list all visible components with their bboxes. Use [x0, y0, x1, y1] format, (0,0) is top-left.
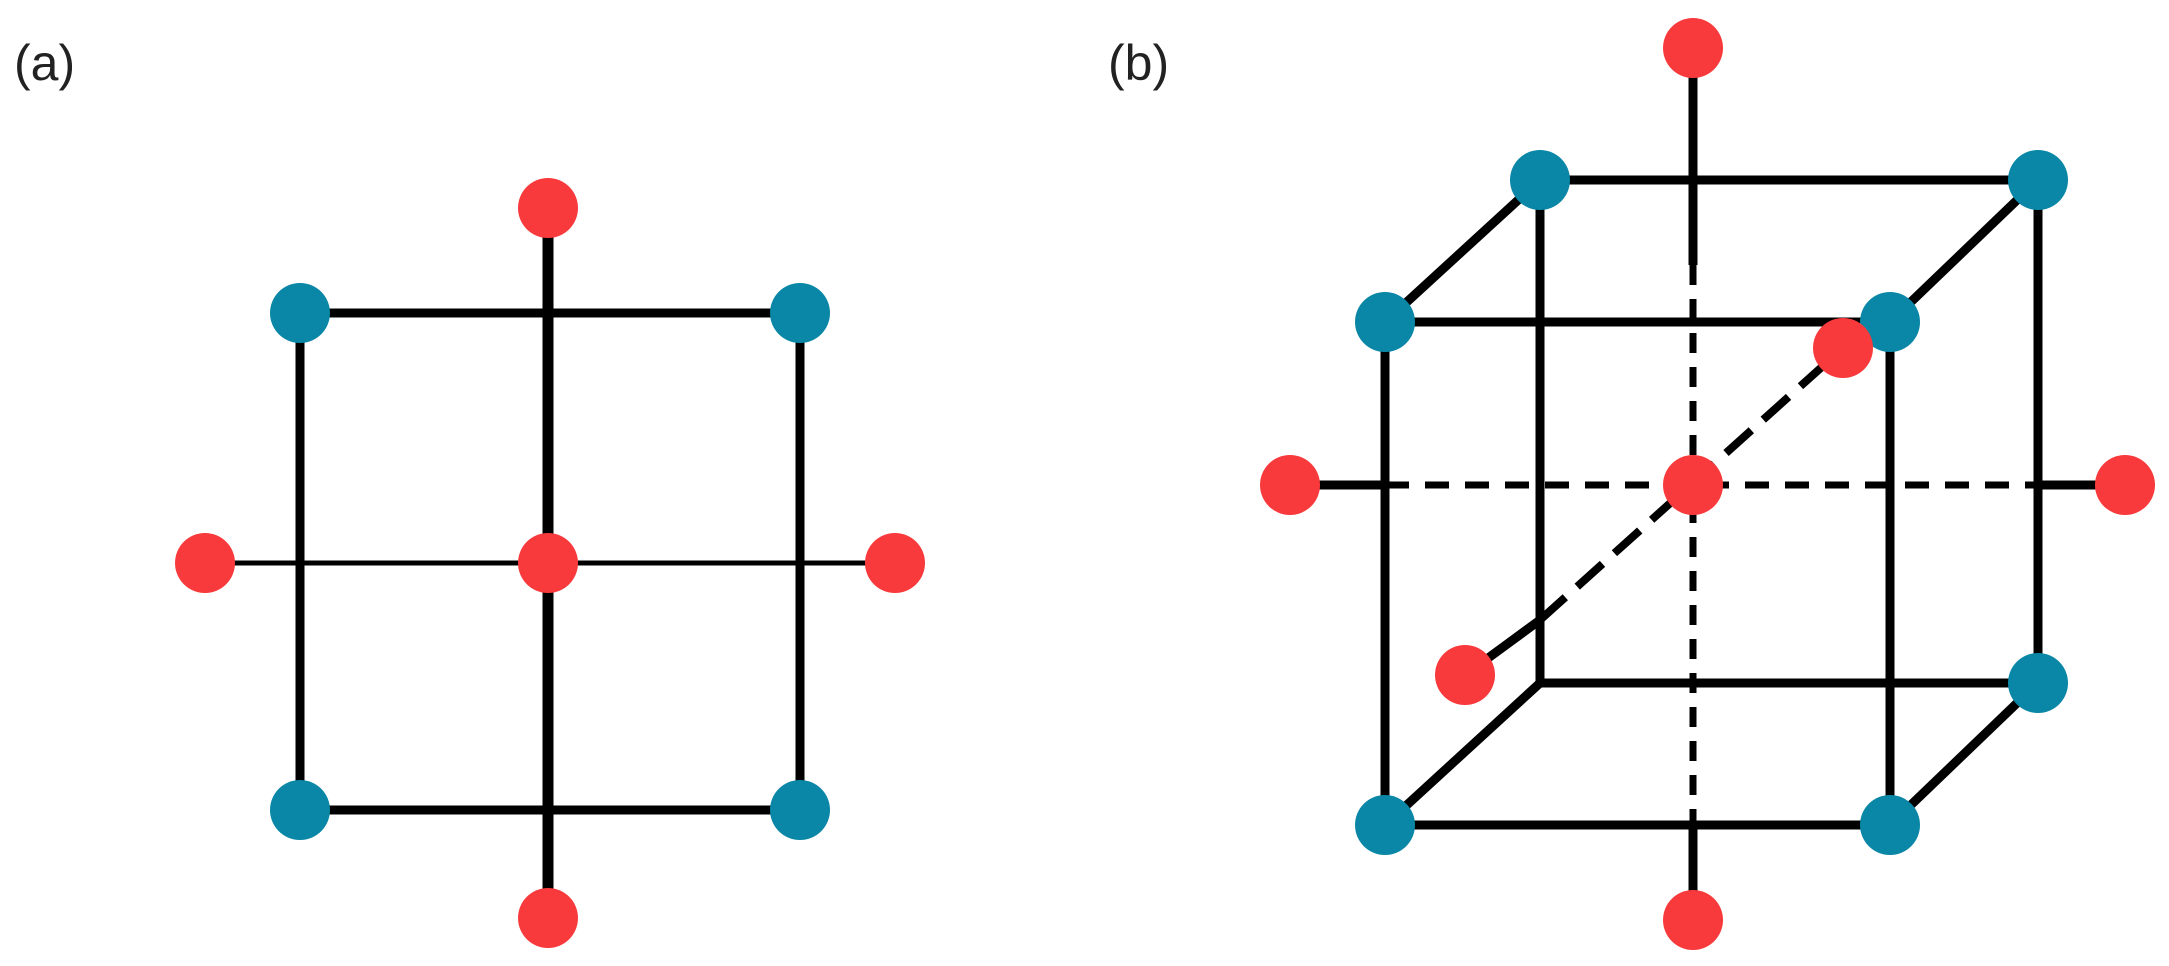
cube-red-atom-depth-front — [1435, 645, 1495, 705]
panel-a-red-atom-right — [865, 533, 925, 593]
panel-a-atoms — [175, 178, 925, 948]
panel-b-atoms — [1260, 18, 2155, 950]
panel-a-blue-atom-bottom-right — [770, 780, 830, 840]
cube-blue-atom-back-bottom-right — [2008, 653, 2068, 713]
cube-edge-bottom-left — [1381, 679, 1544, 829]
cube-edge-bottom-right — [1886, 679, 2042, 829]
cube-red-atom-top — [1663, 18, 1723, 78]
cube-red-atom-depth-back — [1813, 318, 1873, 378]
cube-blue-atom-front-top-left — [1355, 292, 1415, 352]
cube-blue-atom-back-top-right — [2008, 150, 2068, 210]
cube-blue-atom-back-top-left — [1510, 150, 1570, 210]
cube-blue-atom-front-bottom-left — [1355, 795, 1415, 855]
panel-a — [205, 208, 895, 918]
panel-a-blue-atom-top-left — [270, 283, 330, 343]
panel-label-b: (b) — [1108, 35, 1170, 91]
cube-edge-top-right — [1886, 176, 2042, 326]
cube-red-atom-bottom — [1663, 890, 1723, 950]
cube-red-atom-right — [2095, 455, 2155, 515]
cube-blue-atom-front-bottom-right — [1860, 795, 1920, 855]
panel-a-red-atom-bottom — [518, 888, 578, 948]
panel-a-blue-atom-bottom-left — [270, 780, 330, 840]
panel-a-red-atom-center — [518, 533, 578, 593]
panel-a-red-atom-left — [175, 533, 235, 593]
cube-edge-top-left — [1381, 176, 1544, 326]
panel-label-a: (a) — [14, 35, 76, 91]
cube-red-atom-left — [1260, 455, 1320, 515]
panel-a-blue-atom-top-right — [770, 283, 830, 343]
panel-a-red-atom-top — [518, 178, 578, 238]
cube-red-atom-center — [1663, 455, 1723, 515]
cube-blue-atom-front-top-right — [1860, 292, 1920, 352]
